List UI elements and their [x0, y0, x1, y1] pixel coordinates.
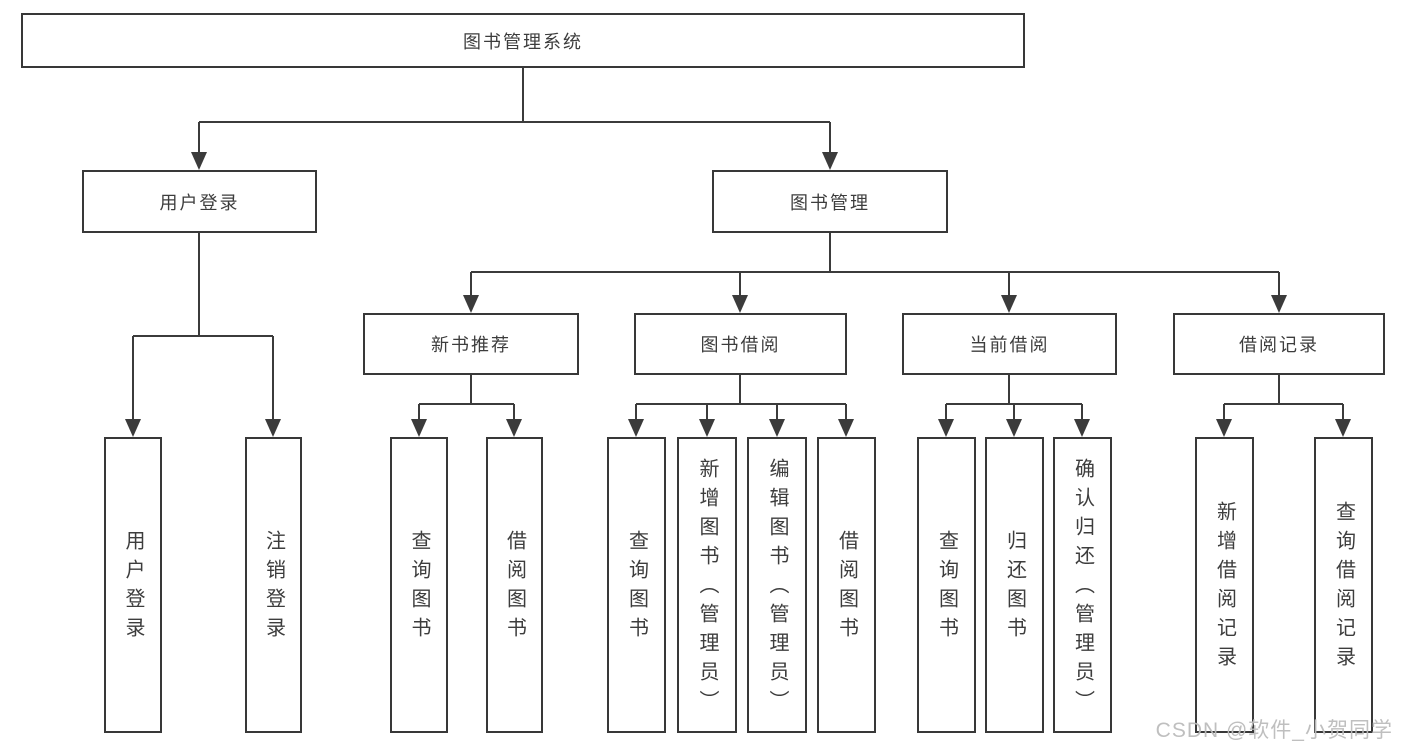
- node-new-book-recommend-label: 新书推荐: [431, 335, 511, 355]
- node-book-management-label: 图书管理: [790, 192, 870, 213]
- node-leaf-rec-query-books-label: 查询图书: [408, 530, 430, 646]
- edge-login-split: [132, 233, 274, 420]
- node-leaf-logout-label: 注销登录: [262, 530, 285, 646]
- edge-recommend-split: [418, 375, 515, 420]
- arrowhead: [769, 419, 785, 437]
- node-leaf-bor-edit-books-admin: 编辑图书（管理员）: [747, 437, 807, 733]
- node-leaf-user-login-label: 用户登录: [122, 530, 144, 646]
- arrowhead: [732, 295, 748, 313]
- edge-records-split: [1223, 375, 1344, 420]
- arrowhead: [265, 419, 281, 437]
- node-root: 图书管理系统: [21, 13, 1025, 68]
- arrowhead: [938, 419, 954, 437]
- node-borrowing-records: 借阅记录: [1173, 313, 1385, 375]
- node-leaf-logout: 注销登录: [245, 437, 302, 733]
- edge-borrow-split: [635, 375, 847, 420]
- arrowhead: [125, 419, 141, 437]
- node-root-label: 图书管理系统: [463, 31, 583, 52]
- node-leaf-recd-query-record: 查询借阅记录: [1314, 437, 1373, 733]
- node-leaf-bor-add-books-admin-label: 新增图书（管理员）: [696, 457, 718, 719]
- node-leaf-cur-return-books: 归还图书: [985, 437, 1044, 733]
- node-leaf-bor-borrow-books: 借阅图书: [817, 437, 876, 733]
- edge-root-split: [198, 68, 831, 153]
- arrowhead: [699, 419, 715, 437]
- edge-current-split: [945, 375, 1083, 420]
- node-leaf-recd-add-record-label: 新增借阅记录: [1213, 501, 1236, 675]
- arrowhead: [463, 295, 479, 313]
- arrowheads: [125, 152, 1351, 437]
- arrowhead: [191, 152, 207, 170]
- arrowhead: [838, 419, 854, 437]
- node-leaf-bor-query-books: 查询图书: [607, 437, 666, 733]
- node-user-login-label: 用户登录: [159, 192, 240, 213]
- node-leaf-rec-query-books: 查询图书: [390, 437, 448, 733]
- node-leaf-user-login: 用户登录: [104, 437, 162, 733]
- arrowhead: [628, 419, 644, 437]
- arrowhead: [1074, 419, 1090, 437]
- node-leaf-recd-query-record-label: 查询借阅记录: [1332, 501, 1355, 675]
- arrowhead: [1335, 419, 1351, 437]
- arrowhead: [1216, 419, 1232, 437]
- node-leaf-bor-borrow-books-label: 借阅图书: [835, 530, 858, 646]
- node-current-borrowing: 当前借阅: [902, 313, 1117, 375]
- node-current-borrowing-label: 当前借阅: [969, 335, 1050, 355]
- arrowhead: [1271, 295, 1287, 313]
- node-book-borrowing: 图书借阅: [634, 313, 847, 375]
- arrowhead: [822, 152, 838, 170]
- node-user-login: 用户登录: [82, 170, 317, 233]
- node-leaf-bor-query-books-label: 查询图书: [625, 530, 648, 646]
- edge-mgmt-split: [470, 233, 1280, 296]
- arrowhead: [411, 419, 427, 437]
- node-leaf-cur-return-books-label: 归还图书: [1003, 530, 1026, 646]
- node-new-book-recommend: 新书推荐: [363, 313, 579, 375]
- node-leaf-cur-confirm-return-admin-label: 确认归还（管理员）: [1071, 457, 1094, 719]
- node-book-management: 图书管理: [712, 170, 948, 233]
- arrowhead: [1001, 295, 1017, 313]
- node-leaf-rec-borrow-books: 借阅图书: [486, 437, 543, 733]
- node-leaf-cur-query-books: 查询图书: [917, 437, 976, 733]
- node-leaf-cur-query-books-label: 查询图书: [935, 530, 958, 646]
- node-book-borrowing-label: 图书借阅: [700, 335, 781, 355]
- node-leaf-bor-edit-books-admin-label: 编辑图书（管理员）: [766, 457, 788, 719]
- arrowhead: [1006, 419, 1022, 437]
- node-leaf-bor-add-books-admin: 新增图书（管理员）: [677, 437, 737, 733]
- node-leaf-cur-confirm-return-admin: 确认归还（管理员）: [1053, 437, 1112, 733]
- node-leaf-recd-add-record: 新增借阅记录: [1195, 437, 1254, 733]
- csdn-watermark: CSDN @软件_小贺同学: [1155, 719, 1393, 742]
- arrowhead: [506, 419, 522, 437]
- node-borrowing-records-label: 借阅记录: [1239, 335, 1319, 355]
- node-leaf-rec-borrow-books-label: 借阅图书: [503, 530, 526, 646]
